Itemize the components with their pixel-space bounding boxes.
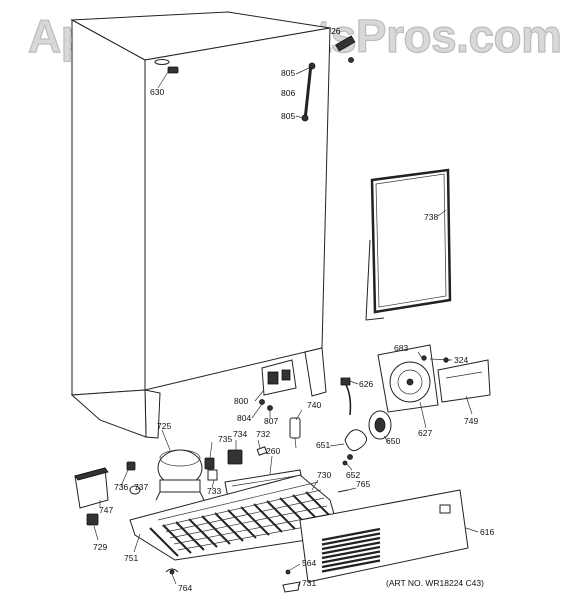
callout-806: 806: [281, 88, 295, 98]
fan-motor-650: [368, 410, 392, 440]
callout-738: 738: [424, 212, 438, 222]
callout-731: 731: [302, 578, 316, 588]
callout-260: 260: [266, 446, 280, 456]
fan-shroud-627: [377, 344, 439, 413]
callout-564: 564: [302, 558, 316, 568]
overload-734: [227, 446, 268, 465]
callout-683: 683: [394, 343, 408, 353]
gasket-738: [365, 168, 452, 321]
compressor-725: [155, 449, 205, 501]
callout-734: 734: [233, 429, 247, 439]
callout-26: 26: [331, 26, 341, 36]
callout-324: 324: [454, 355, 468, 365]
callout-650: 650: [386, 436, 400, 446]
art-number: (ART NO. WR18224 C43): [386, 578, 484, 588]
callout-627: 627: [418, 428, 432, 438]
callout-751: 751: [124, 553, 138, 563]
harness-626: [340, 377, 352, 416]
grille-616: [299, 489, 469, 583]
callout-labels: 26 630 805 806 805 738 683 324 626 749 6…: [93, 26, 494, 593]
callout-807: 807: [264, 416, 278, 426]
callout-765: 765: [356, 479, 370, 489]
callout-725: 725: [157, 421, 171, 431]
callout-626: 626: [359, 379, 373, 389]
callout-736: 736: [114, 482, 128, 492]
small-parts: [86, 461, 349, 593]
valve-800: [259, 359, 297, 411]
callout-651: 651: [316, 440, 330, 450]
fan-blade-651: [342, 429, 367, 466]
callout-804: 804: [237, 413, 251, 423]
callout-805: 805: [281, 68, 295, 78]
cabinet: [70, 11, 356, 439]
leader-lines: [93, 67, 479, 587]
callout-730: 730: [317, 470, 331, 480]
callout-737: 737: [134, 482, 148, 492]
callout-740: 740: [307, 400, 321, 410]
bracket-749: [437, 357, 491, 403]
cover-747: [74, 467, 109, 509]
callout-749: 749: [464, 416, 478, 426]
callout-747: 747: [99, 505, 113, 515]
callout-630: 630: [150, 87, 164, 97]
callout-735: 735: [218, 434, 232, 444]
thermostat-740: [289, 417, 301, 449]
callout-733: 733: [207, 486, 221, 496]
callout-764: 764: [178, 583, 192, 593]
callout-616: 616: [480, 527, 494, 537]
relay-735: [204, 457, 218, 481]
callout-729: 729: [93, 542, 107, 552]
callout-805: 805: [281, 111, 295, 121]
callout-652: 652: [346, 470, 360, 480]
callout-732: 732: [256, 429, 270, 439]
callout-800: 800: [234, 396, 248, 406]
